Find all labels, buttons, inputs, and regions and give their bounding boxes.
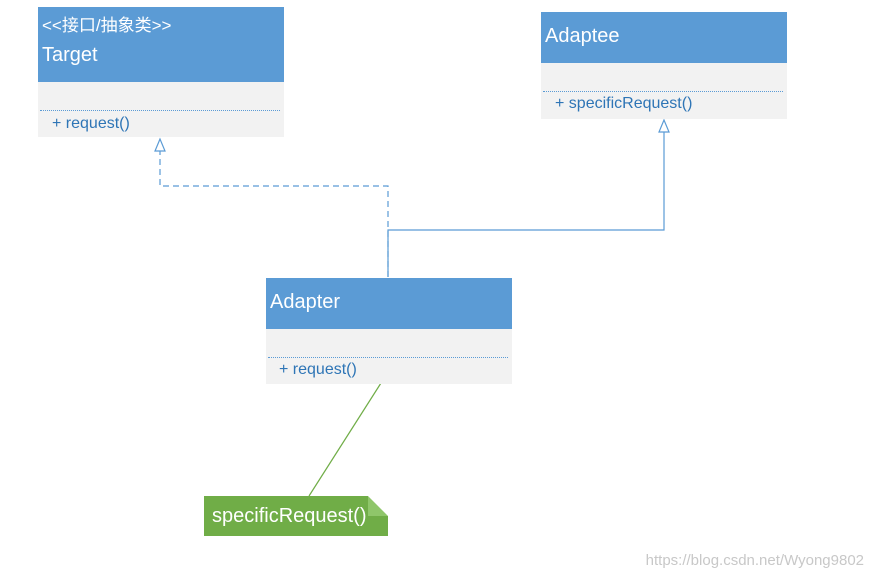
adapter-class: Adapter + request() [266,278,512,384]
realization-arrowhead [154,137,166,152]
inheritance-arrowhead [658,118,670,133]
inheritance-line [387,131,665,277]
adaptee-separator [543,91,783,92]
adapter-name: Adapter [270,291,341,313]
note-box: specificRequest() [204,496,388,536]
target-stereotype: <<接口/抽象类>> [42,16,172,35]
adaptee-class: Adaptee + specificRequest() [541,12,787,119]
adaptee-method: + specificRequest() [555,95,693,112]
note-link-line [308,382,382,497]
note-text: specificRequest() [212,505,367,527]
note-fold-corner [368,496,388,516]
adapter-header: Adapter [266,278,512,329]
target-method: + request() [52,115,130,132]
watermark: https://blog.csdn.net/Wyong9802 [645,552,864,569]
target-separator [40,110,280,111]
adapter-separator [268,357,508,358]
adaptee-header: Adaptee [541,12,787,63]
realization-line [159,150,389,277]
adaptee-name: Adaptee [545,25,620,47]
adapter-method: + request() [279,361,357,378]
target-header: <<接口/抽象类>> Target [38,7,284,82]
target-class: <<接口/抽象类>> Target + request() [38,7,284,137]
target-name: Target [42,44,98,66]
